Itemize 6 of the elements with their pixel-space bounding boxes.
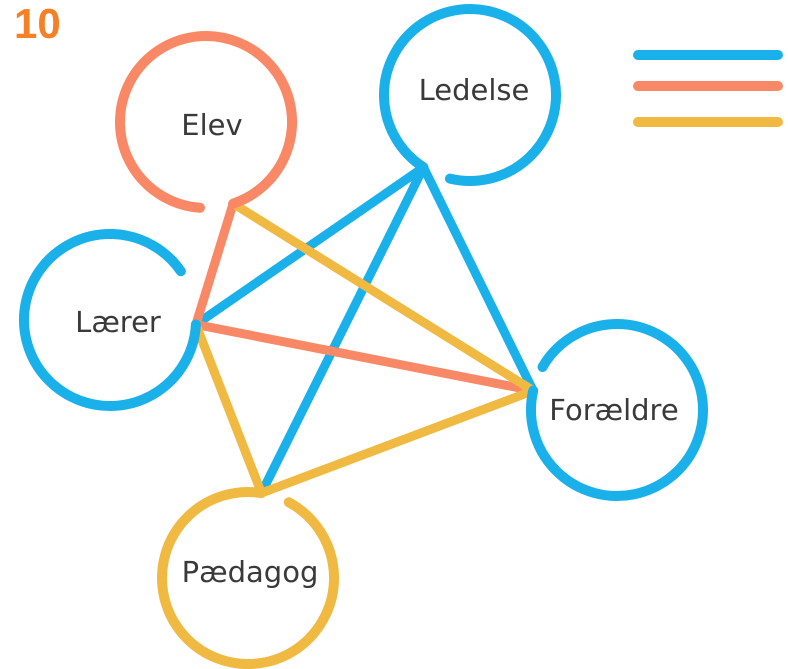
node-label: Elev (181, 108, 243, 142)
node-label: Ledelse (418, 73, 530, 107)
node-label: Forældre (549, 393, 679, 427)
node-label: Lærer (75, 305, 161, 339)
heading-number: 10 (14, 0, 61, 48)
node-label: Pædagog (182, 555, 318, 589)
